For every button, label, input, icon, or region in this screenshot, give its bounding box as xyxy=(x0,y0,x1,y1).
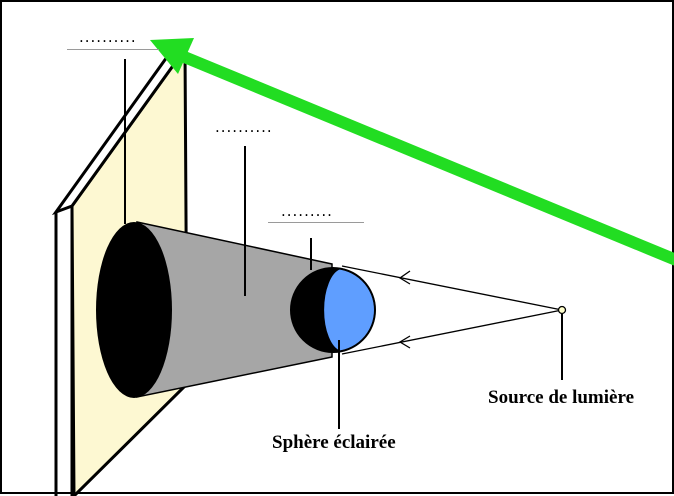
blank-label-dark-side: ......... xyxy=(281,202,333,220)
light-source-label: Source de lumière xyxy=(488,387,634,408)
light-ray-top xyxy=(341,265,563,311)
ray-arrowhead-bottom xyxy=(398,335,411,349)
light-source-point xyxy=(557,305,567,315)
blank-underline-screen xyxy=(67,49,159,50)
ray-arrowhead-top xyxy=(398,270,411,285)
blank-label-screen: .......... xyxy=(79,28,137,46)
sphere-label: Sphère éclairée xyxy=(272,432,396,453)
green-arrow-head xyxy=(150,38,194,74)
sphere-lit-half xyxy=(322,267,376,353)
sphere-outline xyxy=(290,267,376,353)
light-ray-bottom xyxy=(341,309,563,355)
green-arrow-shaft xyxy=(179,50,674,266)
shadow-on-screen xyxy=(96,222,172,398)
blank-underline-dark-side xyxy=(268,222,364,223)
blank-label-shadow: .......... xyxy=(215,118,273,136)
